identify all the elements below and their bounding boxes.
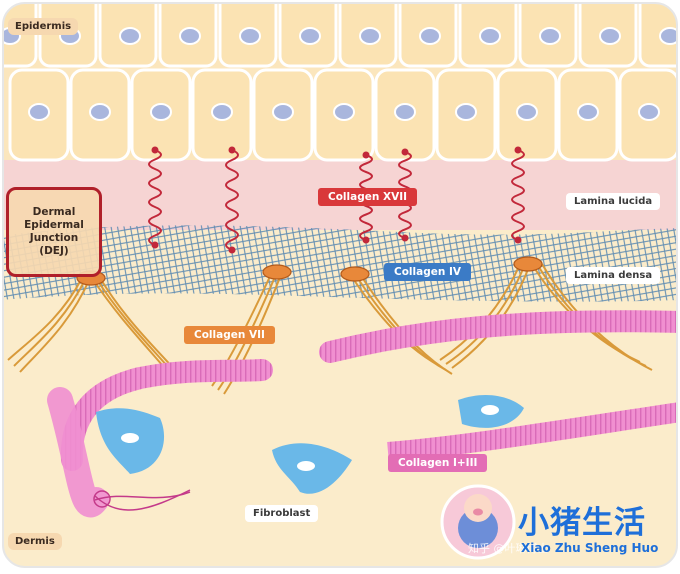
fibroblast-label: Fibroblast [245,505,319,522]
basal-cell [191,68,253,162]
collagen-xvii-coil [225,146,239,254]
epidermis-cell [218,3,278,68]
collagen-xvii-coil [148,146,162,249]
collagen-i-iii-label: Collagen I+III [388,454,488,472]
basal-cell [618,68,677,162]
basal-cell [557,68,619,162]
basal-cell [313,68,375,162]
dermis-label: Dermis [8,533,62,550]
collagen-i-iii-fibers [47,310,677,518]
epidermis-cell [98,3,158,68]
zhihu-watermark: 知乎 @叶琳博士 [468,542,549,555]
epidermis-cell [638,3,677,68]
logo-subtitle: Xiao Zhu Sheng Huo [521,541,659,555]
epidermis-cells-basal [8,68,677,162]
anchoring-plaques [76,256,543,286]
collagen-vii-label: Collagen VII [184,326,275,344]
basal-cell [69,68,131,162]
basal-cell [435,68,497,162]
collagen-xvii-label: Collagen XVII [318,188,418,206]
epidermis-cell [158,3,218,68]
lamina-densa-mesh [3,225,677,302]
basal-cell [496,68,558,162]
basal-cell [252,68,314,162]
dej-callout: Dermal Epidermal Junction (DEJ) [6,187,102,277]
dej-label: Dermal Epidermal Junction (DEJ) [24,206,84,257]
epidermis-cell [278,3,338,68]
lamina-lucida-label: Lamina lucida [566,193,661,210]
lamina-densa-label: Lamina densa [566,267,661,284]
epidermis-cell [398,3,458,68]
fibroblast-nuclei [121,405,499,471]
epidermis-label: Epidermis [8,18,79,35]
collagen-iv-label: Collagen IV [384,263,472,281]
collagen-xvii-coil [511,146,525,244]
epidermis-cell [338,3,398,68]
basal-cell [374,68,436,162]
pig-logo-icon [440,484,516,560]
basal-cell [8,68,70,162]
epidermis-cell [578,3,638,68]
epidermis-cell [518,3,578,68]
epidermis-cell [458,3,518,68]
logo-title: 小猪生活 [518,505,646,541]
basal-cell [130,68,192,162]
